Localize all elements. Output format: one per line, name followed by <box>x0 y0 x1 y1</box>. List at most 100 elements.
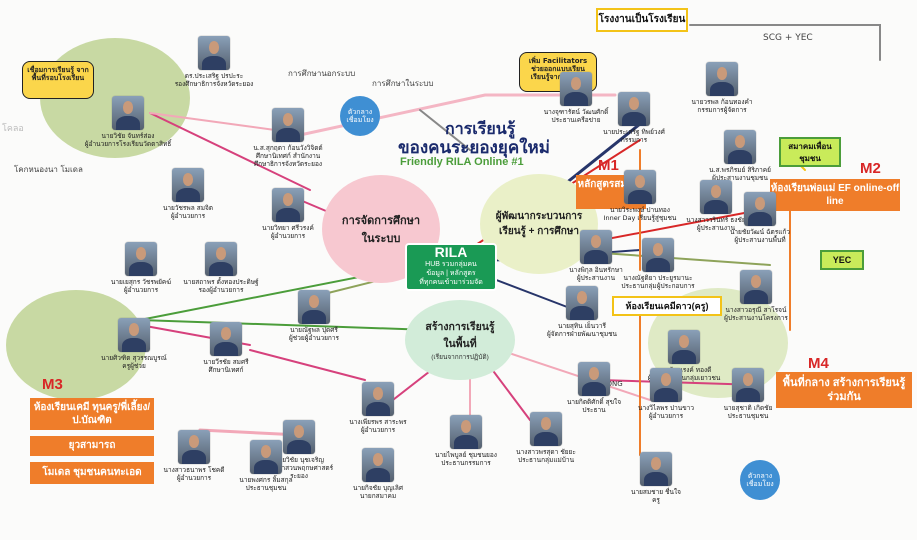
person-name: นายวิระพงษ์ ปานทอง <box>610 206 670 214</box>
bubble-developer-label: ผู้พัฒนากระบวนการเรียนรู้ + การศึกษา <box>495 211 583 237</box>
person-role: รองผู้อำนวยการ <box>198 286 244 294</box>
callout-left: เชื่อมการเรียนรู้ จากพื้นที่รอบโรงเรียน <box>22 61 94 99</box>
person-photo <box>624 170 656 204</box>
bubble-formal-label: การจัดการศึกษาในระบบ <box>341 215 421 245</box>
person-photo <box>250 440 282 474</box>
person-name: น.ส.พรภิรมย์ สิริภาคย์ <box>709 166 771 174</box>
label-edu-out: การศึกษานอกระบบ <box>288 69 356 78</box>
person-caption: นายประเสริฐ ทิพย์วงศ์กรรมการ <box>590 128 678 144</box>
label-m4: M4 <box>808 355 829 372</box>
person-caption: นางเพียรพร สาระพรผู้อำนวยการ <box>334 418 422 434</box>
person-name: นายไพบูลย์ ชุมชนยอง <box>435 451 497 459</box>
person-role: ประธานกรรมการ <box>441 459 491 467</box>
person-photo <box>283 420 315 454</box>
person-caption: น.ส.พรภิรมย์ สิริภาคย์ผู้ประสานงานชุมชน <box>696 166 784 182</box>
person-caption: นางพิกุล อินทรักษาผู้ประสานงาน <box>552 266 640 282</box>
person-role: ประธานกลุ่มผู้ประกอบการ <box>621 282 695 290</box>
bubble-local-sub: (เรียนจากการปฏิบัติ) <box>431 354 489 361</box>
person-role: ผู้ประสานงานชุมชน <box>712 174 768 182</box>
person-name: ดร.ประเสริฐ ปรปะระ <box>184 72 244 80</box>
person-caption: นายวรพล ก้อนทองคำกรรมการผู้จัดการ <box>678 98 766 114</box>
person-role: ผู้อำนวยการ <box>176 474 212 482</box>
person-name: นางสาวพรสุดา ชัยยะ <box>516 448 576 456</box>
person-role: ประธานเครือข่าย <box>551 116 601 124</box>
label-scg-yec: SCG + YEC <box>763 33 813 43</box>
person-photo <box>178 430 210 464</box>
bubble-local-label: สร้างการเรียนรู้ในพื้นที่ <box>425 321 495 350</box>
person-photo <box>272 108 304 142</box>
label-m2: M2 <box>860 160 881 177</box>
person-role: Inner Day เรียนรู้สู่ชุมชน <box>603 214 677 222</box>
person-caption: น.ส.สุกฤตา ก้อนวังวิจิตต์ศึกษานิเทศก์ สำ… <box>244 144 332 168</box>
person-role: ประธานกลุ่มแม่บ้าน <box>517 456 575 464</box>
person-caption: นายพงศกร ลิ้มสกุลประธานชุมชน <box>222 476 310 492</box>
person-role: ผู้ประสานงานกลุ่มเยาวชน <box>647 374 721 382</box>
box-factory-school: โรงงานเป็นโรงเรียน <box>596 8 688 32</box>
person-photo <box>198 36 230 70</box>
person-role: ประธานชุมชน <box>727 412 769 420</box>
person-photo <box>210 322 242 356</box>
box-m4: พื้นที่กลาง สร้างการเรียนรู้ร่วมกัน <box>776 372 912 408</box>
person-photo <box>205 242 237 276</box>
label-m3: M3 <box>42 376 63 393</box>
person-photo <box>640 452 672 486</box>
person-photo <box>566 286 598 320</box>
person-role: ผู้อำนวยการ <box>648 412 684 420</box>
person-name: น.ส.สุกฤตา ก้อนวังวิจิตต์ <box>253 144 323 152</box>
person-photo <box>362 448 394 482</box>
person-caption: นางสาวอรุณี สาโรจน์ผู้ประสานงานโครงการ <box>712 306 800 322</box>
box-m3-2: ยุวสามารถ <box>30 436 154 456</box>
person-role: ผู้ช่วยผู้อำนวยการ <box>288 334 340 342</box>
person-photo <box>650 368 682 402</box>
person-name: นายวิทยา ศรีวรงค์ <box>262 224 314 232</box>
person-role: ผู้อำนวยการ <box>170 212 206 220</box>
person-caption: นายชัยณรงค์ ทองดีผู้ประสานงานกลุ่มเยาวชน <box>640 366 728 382</box>
person-name: นางพิกุล อินทรักษา <box>569 266 623 274</box>
title-line1: การเรียนรู้ <box>445 121 516 138</box>
title-line2: ของคนระยองยุคใหม่ <box>398 138 550 157</box>
person-caption: นายสุทิน เย็นวารีผู้จัดการฝ่ายพัฒนาชุมชน <box>538 322 626 338</box>
person-caption: นายศิวฑิต สุวรรณบูรณ์ครูผู้ช่วย <box>90 354 178 370</box>
person-caption: ดร.ประเสริฐ ปรปะระรองศึกษาธิการจังหวัดระ… <box>170 72 258 88</box>
person-name: นางสาววรินทร์ ธงชัย <box>686 216 746 224</box>
person-role: กรรมการ <box>620 136 648 144</box>
person-photo <box>724 130 756 164</box>
person-name: นายวรพล ก้อนทองคำ <box>691 98 753 106</box>
person-caption: นายวีรชัย สมศรีศึกษานิเทศก์ <box>182 358 270 374</box>
person-photo <box>362 382 394 416</box>
person-role: ศึกษานิเทศก์ สำนักงานศึกษาธิการจังหวัดระ… <box>253 152 323 168</box>
person-name: นายวัชรพล สมจิต <box>162 204 214 212</box>
person-name: นายสมชาย ชื่นใจ <box>631 488 681 496</box>
person-caption: นายชัยวัฒน์ ฉัตรแก้วผู้ประสานงานพื้นที่ <box>716 228 804 244</box>
person-name: นางจุฑารัตน์ วัฒนศักดิ์ <box>543 108 609 116</box>
person-photo <box>618 92 650 126</box>
person-role: ผู้ประสานงานโครงการ <box>724 314 788 322</box>
box-chem-room: ห้องเรียนเคมีดาว(ครู) <box>612 296 722 316</box>
person-caption: นายวัชรพล สมจิตผู้อำนวยการ <box>144 204 232 220</box>
bubble-local: สร้างการเรียนรู้ในพื้นที่ (เรียนจากการปฏ… <box>405 300 515 380</box>
box-yec: YEC <box>820 250 864 270</box>
person-name: นายเยสุกร วัชรพยัคฆ์ <box>110 278 172 286</box>
person-caption: นายสมชาย ชื่นใจครู <box>612 488 700 504</box>
person-role: หัวหน้าสวนพฤกษศาสตร์ ระยอง <box>264 464 334 480</box>
person-name: นางวิไลพร ปานขาว <box>638 404 694 412</box>
link-pink-6 <box>249 349 366 381</box>
person-role: ผู้ประสานงาน <box>576 274 616 282</box>
hub-badge-right: ตัวกลางเชื่อมโยง <box>740 460 780 500</box>
person-photo <box>450 415 482 449</box>
person-caption: นายวิชัย จันทร์ส่องผู้อำนวยการโรงเรียนวั… <box>84 132 172 148</box>
person-photo <box>530 412 562 446</box>
link-grey-1 <box>689 24 881 61</box>
rila-hub: RILA HUB รวมกลุ่มคน ข้อมูล | หลักสูตร ที… <box>405 243 497 291</box>
person-name: นางสาวธนาพร โชคดี <box>163 466 225 474</box>
person-role: ครู <box>652 496 660 504</box>
person-name: นายชัยณรงค์ ทองดี <box>656 366 712 374</box>
person-caption: นางสาววรินทร์ ธงชัยผู้ประสานงาน <box>672 216 760 232</box>
person-name: นายวีรชัย สมศรี <box>203 358 249 366</box>
person-photo <box>112 96 144 130</box>
rila-hub-sub3: ที่ทุกคนเข้ามาร่วมจัด <box>419 279 483 286</box>
person-photo <box>668 330 700 364</box>
person-caption: นางวิไลพร ปานขาวผู้อำนวยการ <box>622 404 710 420</box>
person-caption: นายไพบูลย์ ชุมชนยองประธานกรรมการ <box>422 451 510 467</box>
